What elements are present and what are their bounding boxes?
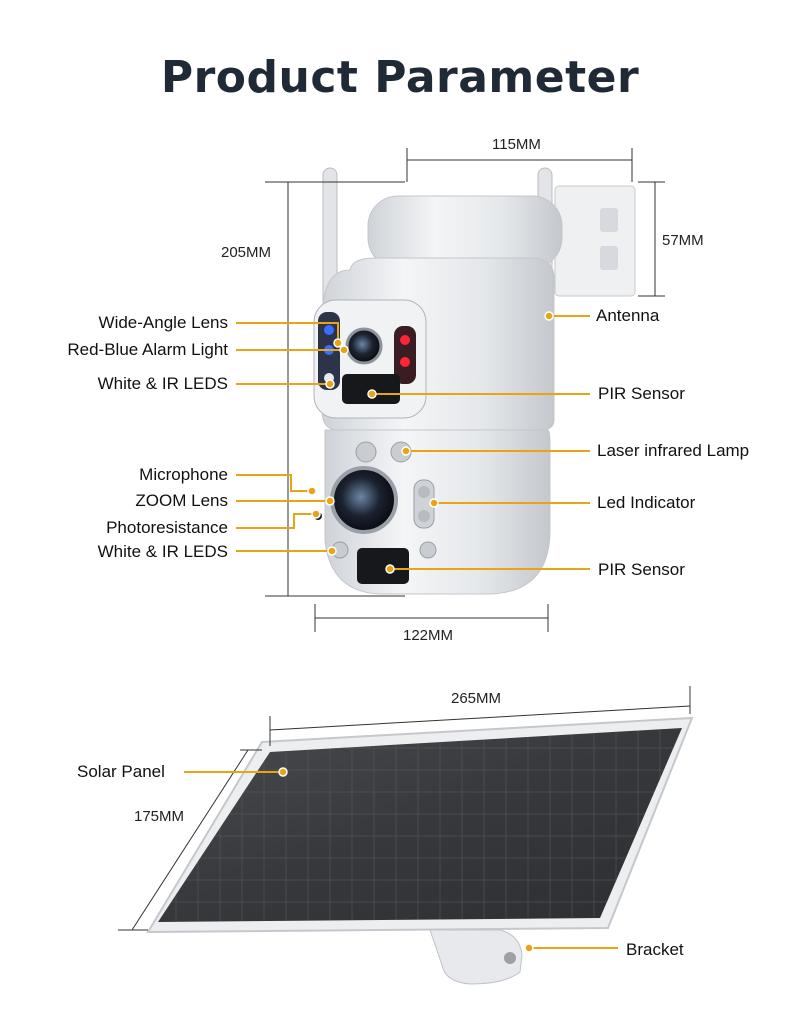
wall-bracket xyxy=(554,185,636,297)
label-pir-sensor-top: PIR Sensor xyxy=(598,384,685,403)
label-laser-infrared-lamp: Laser infrared Lamp xyxy=(597,441,750,460)
dim-panel-height: 175MM xyxy=(134,808,185,825)
dim-bracket-height: 57MM xyxy=(662,232,704,249)
label-wide-angle-lens: Wide-Angle Lens xyxy=(98,313,228,332)
wide-angle-lens xyxy=(345,327,383,365)
page-title: Product Parameter xyxy=(160,52,640,103)
label-pir-sensor-bottom: PIR Sensor xyxy=(598,560,685,579)
label-zoom-lens: ZOOM Lens xyxy=(135,491,228,510)
dim-height: 205MM xyxy=(221,244,272,261)
label-led-indicator: Led Indicator xyxy=(597,493,696,512)
zoom-lens xyxy=(330,466,398,534)
camera-top-cap xyxy=(367,195,563,269)
dim-width-top: 115MM xyxy=(492,136,541,153)
dim-width-bottom: 122MM xyxy=(403,627,454,644)
solar-panel xyxy=(146,716,694,934)
label-bracket: Bracket xyxy=(626,940,684,959)
label-red-blue-alarm-light: Red-Blue Alarm Light xyxy=(67,340,228,359)
label-solar-panel: Solar Panel xyxy=(77,762,165,781)
label-photoresistance: Photoresistance xyxy=(106,518,228,537)
label-microphone: Microphone xyxy=(139,465,228,484)
label-white-ir-leds-bottom: White & IR LEDS xyxy=(97,542,228,561)
label-white-ir-leds-top: White & IR LEDS xyxy=(97,374,228,393)
label-antenna: Antenna xyxy=(596,306,660,325)
pir-sensor-bottom xyxy=(357,548,409,584)
pir-sensor-top xyxy=(342,374,400,404)
panel-bracket xyxy=(429,929,523,985)
dim-panel-width: 265MM xyxy=(451,690,502,707)
